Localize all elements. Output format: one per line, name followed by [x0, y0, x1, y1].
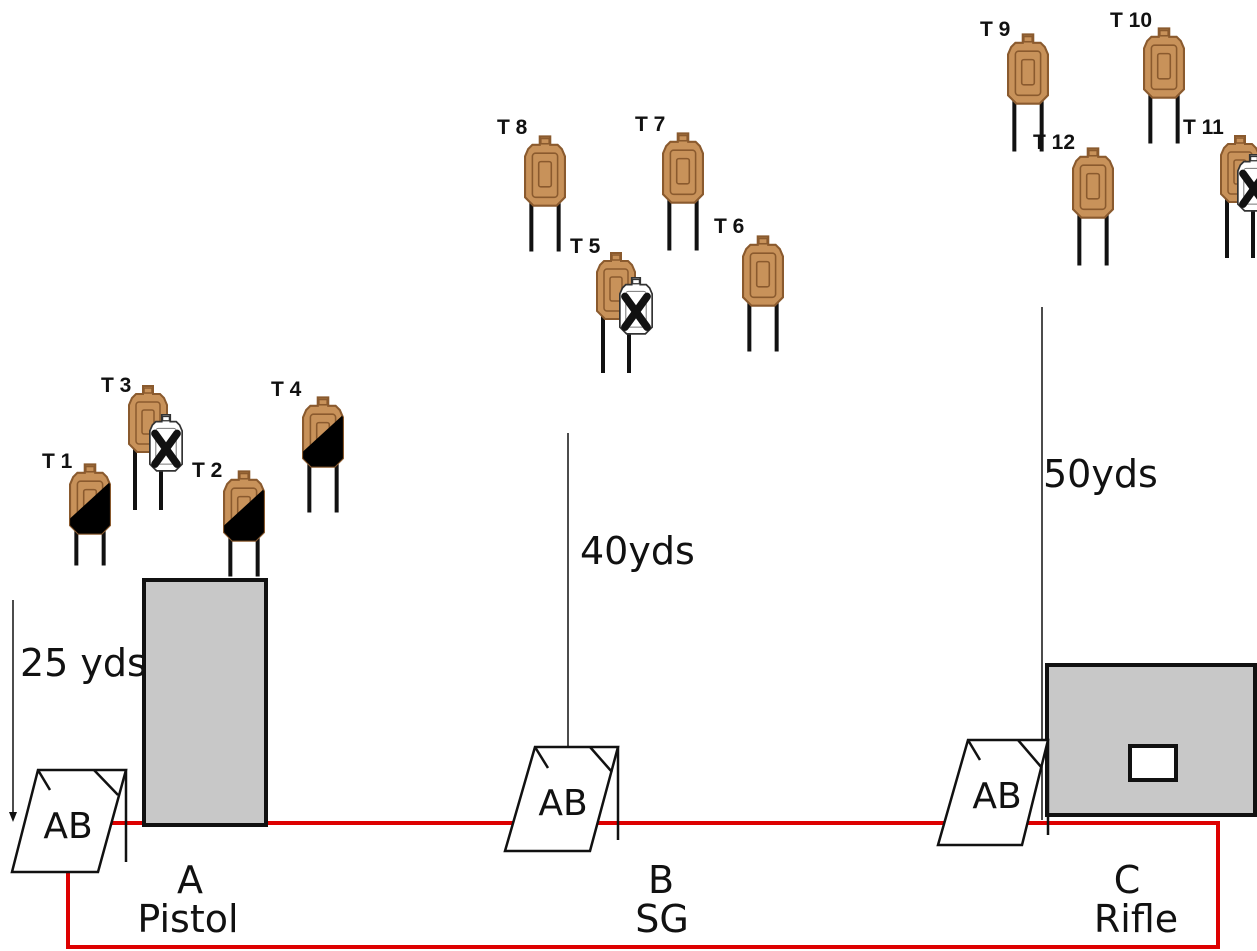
target-label-t12: T 12	[1033, 131, 1075, 154]
target-target-half-hard-cover-icon	[69, 463, 111, 566]
ab-label: AB	[538, 783, 587, 824]
distance-label-b: 40yds	[580, 529, 695, 573]
target-target-icon	[1072, 147, 1114, 266]
target-target-icon	[1007, 33, 1049, 152]
target-target-half-hard-cover-icon	[302, 396, 344, 513]
target-target-icon	[524, 135, 566, 252]
ab-label: AB	[972, 776, 1021, 817]
barrier-wall-a	[142, 578, 268, 827]
ab-box-a: AB	[10, 768, 128, 874]
ab-boxes-layer: AB AB AB	[10, 738, 1050, 874]
station-letter-c: C	[1114, 858, 1141, 902]
target-target-icon	[662, 132, 704, 251]
target-label-t6: T 6	[714, 215, 744, 238]
target-label-t8: T 8	[497, 116, 528, 139]
no-shoot-icon	[1236, 153, 1257, 212]
station-letter-b: B	[648, 858, 674, 902]
target-label-t9: T 9	[980, 18, 1010, 41]
target-label-t10: T 10	[1110, 9, 1152, 32]
station-name-a: Pistol	[137, 897, 238, 941]
target-label-t3: T 3	[101, 374, 131, 397]
ab-box-b: AB	[503, 745, 620, 853]
target-target-with-no-shoot-icon	[128, 385, 184, 510]
no-shoot-icon	[148, 413, 184, 472]
target-target-icon	[1143, 27, 1185, 144]
distance-line-a	[9, 600, 17, 822]
distance-label-a: 25 yds	[20, 641, 147, 685]
barrier-box-c	[1045, 663, 1257, 817]
course-path	[66, 821, 1220, 949]
port-window	[1128, 744, 1178, 782]
target-label-t7: T 7	[635, 113, 665, 136]
station-c: C Rifle	[1094, 858, 1178, 941]
target-target-with-no-shoot-icon	[1220, 135, 1257, 258]
no-shoot-icon	[618, 276, 654, 335]
target-label-t11: T 11	[1183, 116, 1224, 139]
ab-box-c: AB	[936, 738, 1050, 847]
target-label-t2: T 2	[192, 459, 222, 482]
targets-layer	[69, 27, 1257, 577]
ab-label: AB	[43, 806, 92, 847]
target-labels: T 1 T 2 T 3 T 4 T 5 T 6 T 7 T 8 T 9 T 10…	[42, 9, 1224, 482]
target-label-t4: T 4	[271, 378, 302, 401]
target-label-t1: T 1	[42, 450, 73, 473]
target-label-t5: T 5	[570, 235, 601, 258]
station-a: A Pistol	[137, 858, 238, 941]
station-letter-a: A	[177, 858, 203, 902]
station-b: B SG	[635, 858, 689, 941]
target-target-with-no-shoot-icon	[596, 252, 654, 373]
distance-label-c: 50yds	[1043, 452, 1158, 496]
target-target-icon	[742, 235, 784, 352]
target-target-half-hard-cover-icon	[223, 470, 265, 577]
station-name-c: Rifle	[1094, 897, 1178, 941]
station-name-b: SG	[635, 897, 689, 941]
